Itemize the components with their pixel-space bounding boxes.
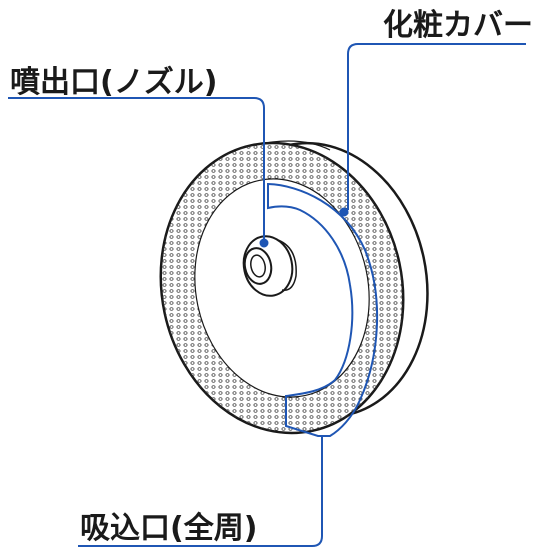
nozzle: [242, 235, 297, 297]
leader-lines: [8, 43, 526, 547]
leader-cover: [347, 43, 526, 210]
leader-intake: [78, 436, 323, 547]
label-nozzle: 噴出口(ノズル): [10, 65, 217, 100]
leader-nozzle: [8, 97, 265, 240]
label-intake: 吸込口(全周): [80, 511, 257, 546]
intake-highlight: [267, 182, 379, 437]
label-cover: 化粧カバー: [383, 8, 533, 43]
